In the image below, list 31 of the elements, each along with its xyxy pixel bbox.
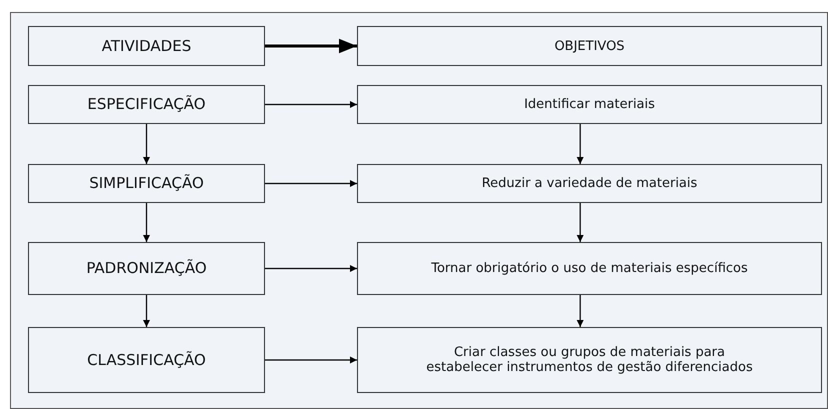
box-label: Tornar obrigatório o uso de materiais específicos bbox=[431, 261, 748, 276]
process-box bbox=[28, 327, 265, 393]
arrow bbox=[576, 295, 584, 327]
box-label: SIMPLIFICAÇÃO bbox=[89, 176, 204, 191]
arrow bbox=[576, 124, 584, 164]
box-label: ATIVIDADES bbox=[102, 38, 192, 54]
box-label: PADRONIZAÇÃO bbox=[86, 261, 207, 276]
arrow bbox=[265, 101, 357, 108]
process-box bbox=[357, 26, 822, 66]
process-box bbox=[28, 242, 265, 295]
arrow bbox=[265, 356, 357, 364]
box-label: CLASSIFICAÇÃO bbox=[87, 352, 206, 368]
process-box bbox=[28, 26, 265, 66]
arrow bbox=[143, 124, 150, 164]
process-box bbox=[357, 85, 822, 124]
arrow bbox=[143, 295, 150, 327]
arrow bbox=[265, 265, 357, 272]
arrow bbox=[576, 203, 584, 242]
process-box bbox=[357, 327, 822, 393]
process-box bbox=[357, 242, 822, 295]
process-box bbox=[28, 164, 265, 203]
box-label: OBJETIVOS bbox=[554, 38, 625, 54]
process-box bbox=[28, 85, 265, 124]
box-label: Identificar materiais bbox=[524, 97, 655, 112]
box-label: Reduzir a variedade de materiais bbox=[482, 176, 698, 191]
arrow bbox=[143, 203, 150, 242]
box-label: ESPECIFICAÇÃO bbox=[87, 97, 206, 112]
arrow bbox=[265, 38, 357, 54]
process-box bbox=[357, 164, 822, 203]
box-label: Criar classes ou grupos de materiais para estabelecer instrumentos de gestão diferenciados bbox=[425, 345, 754, 375]
arrow bbox=[265, 180, 357, 187]
